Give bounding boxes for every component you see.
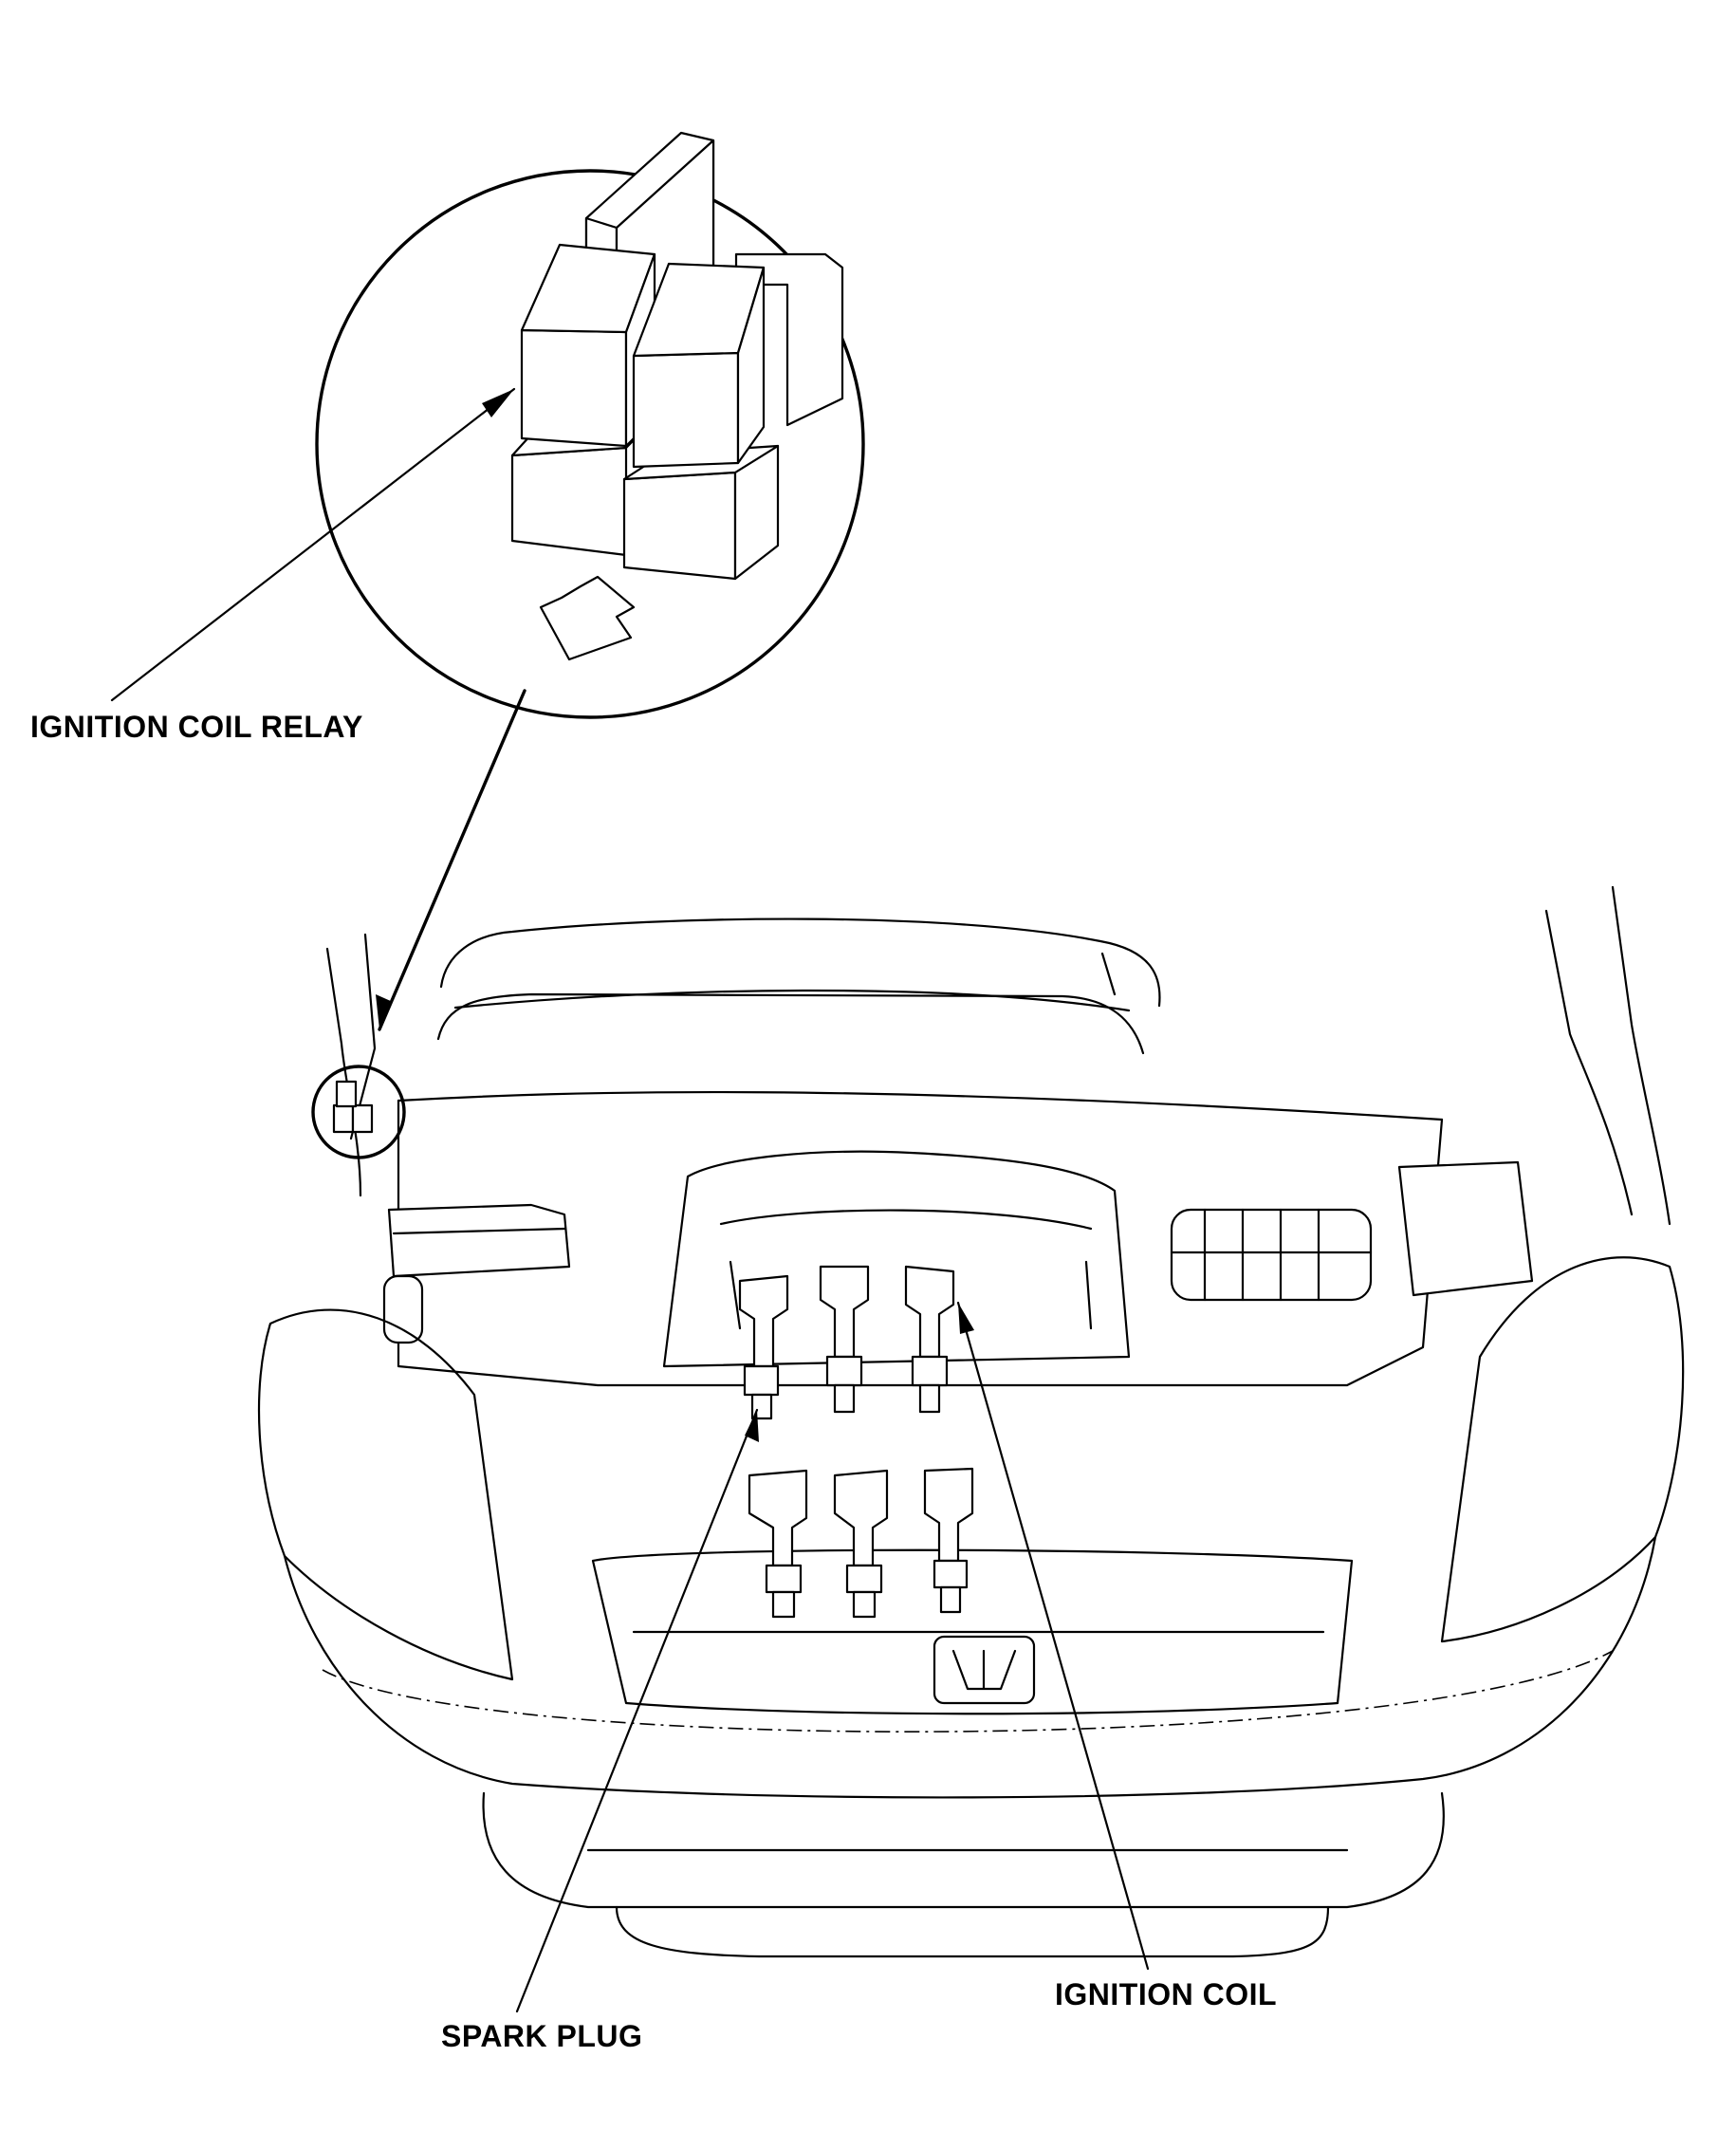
circle-connector-line bbox=[378, 689, 526, 1031]
ignition-coil-label: IGNITION COIL bbox=[1055, 1977, 1278, 2011]
coil-rear-3 bbox=[904, 1265, 955, 1414]
ignition-coil-leader-line bbox=[956, 1301, 1150, 1971]
relay-leader-arrowhead bbox=[482, 389, 514, 417]
ignition-coil-relay-label: IGNITION COIL RELAY bbox=[30, 710, 363, 744]
relay-block bbox=[510, 131, 844, 581]
magnifier-circle bbox=[315, 169, 865, 719]
connector-arrowhead bbox=[376, 994, 393, 1029]
vehicle-front bbox=[257, 885, 1685, 1958]
spark-plug-leader-line bbox=[515, 1408, 759, 2013]
coil-front-2 bbox=[833, 1469, 889, 1619]
coil-front-1 bbox=[748, 1469, 808, 1619]
ignition-coil-arrowhead bbox=[958, 1303, 974, 1334]
ignition-coils bbox=[738, 1265, 974, 1619]
coil-rear-2 bbox=[819, 1265, 870, 1414]
spark-plug-arrowhead bbox=[745, 1410, 759, 1442]
relay-detail-view bbox=[315, 131, 865, 719]
spark-plug-label: SPARK PLUG bbox=[441, 2019, 643, 2053]
relay-leader-line bbox=[110, 387, 516, 702]
coil-front-3 bbox=[923, 1467, 974, 1614]
relay-location-circle bbox=[311, 1065, 406, 1159]
detail-arrow bbox=[539, 575, 636, 661]
coil-rear-1 bbox=[738, 1274, 789, 1420]
